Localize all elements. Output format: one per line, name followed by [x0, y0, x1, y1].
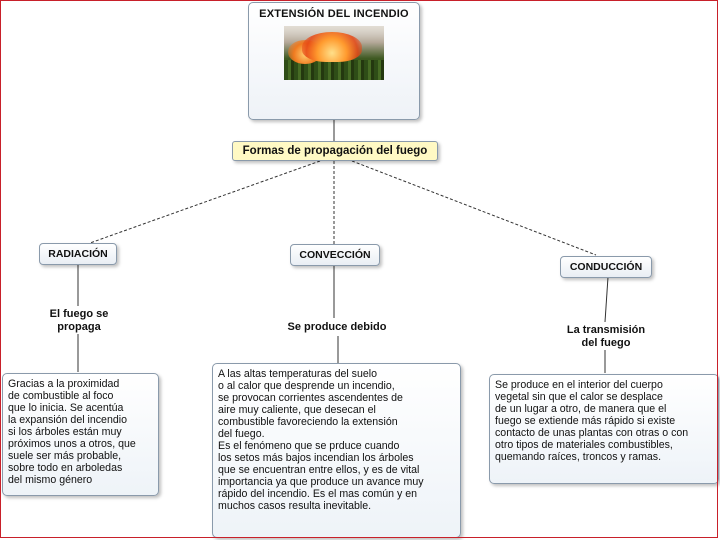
category-conveccion[interactable]: CONVECCIÓN	[290, 244, 380, 266]
link-label-conveccion: Se produce debido	[270, 321, 404, 334]
category-conduccion[interactable]: CONDUCCIÓN	[560, 256, 652, 278]
link-label-conduccion: La transmisión del fuego	[548, 324, 664, 350]
central-topic[interactable]: Formas de propagación del fuego	[232, 141, 438, 161]
link-label-radiacion: El fuego se propaga	[30, 308, 128, 334]
description-radiacion[interactable]: Gracias a la proximidad de combustible a…	[2, 373, 159, 496]
title-node[interactable]: EXTENSIÓN DEL INCENDIO	[248, 2, 420, 120]
category-radiacion[interactable]: RADIACIÓN	[39, 243, 117, 265]
forest-fire-image	[284, 26, 384, 80]
title-text: EXTENSIÓN DEL INCENDIO	[249, 8, 419, 20]
link-conduccion-label	[605, 277, 608, 322]
link-central-conduccion	[352, 161, 596, 255]
description-conveccion[interactable]: A las altas temperaturas del suelo o al …	[212, 363, 461, 538]
link-central-radiacion	[90, 161, 320, 243]
description-conduccion[interactable]: Se produce en el interior del cuerpo veg…	[489, 374, 719, 484]
